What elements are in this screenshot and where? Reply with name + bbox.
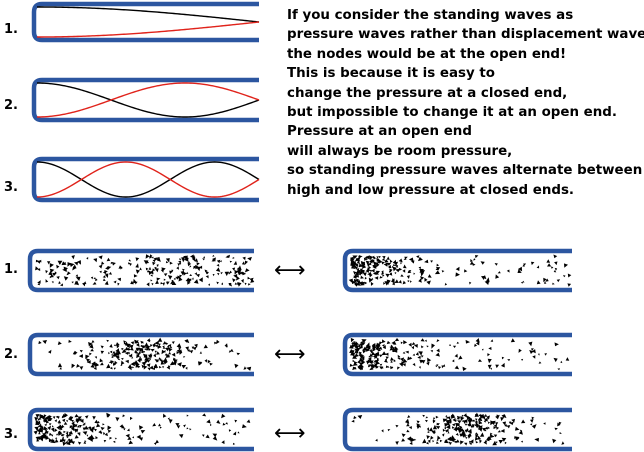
wave-curve-black <box>37 6 260 23</box>
particle-label-3: 3. <box>4 427 18 442</box>
wave-curve-red <box>36 161 260 198</box>
tube-wall <box>31 156 259 203</box>
wave-curve-red <box>36 82 260 118</box>
particle-tube <box>342 407 572 452</box>
explanation-line: but impossible to change it at an open e… <box>287 105 617 121</box>
particle-tube <box>342 332 572 377</box>
wave-curve-black <box>36 82 260 118</box>
wave-label-3: 3. <box>4 180 18 195</box>
explanation-line: This is because it is easy to <box>287 66 495 82</box>
particle-tube <box>27 407 254 452</box>
particle-row-3: 3. ⟷ <box>4 421 306 446</box>
particles <box>38 337 252 371</box>
particle-tube <box>27 332 254 377</box>
exchange-arrow-2: ⟷ <box>274 342 306 367</box>
particle-label-1: 1. <box>4 262 18 277</box>
wave-tube-2: 2. <box>4 77 260 123</box>
particles <box>351 412 565 446</box>
wave-tube-1: 1. <box>4 1 260 43</box>
tube-wall <box>342 248 572 293</box>
wave-curve-black <box>36 161 260 198</box>
wave-curve-red <box>37 21 260 38</box>
explanation-line: high and low pressure at closed ends. <box>287 182 575 198</box>
particles <box>349 337 570 371</box>
explanation-line: so standing pressure waves alternate bet… <box>287 163 643 179</box>
tube-wall <box>342 407 572 452</box>
particle-tubes <box>27 248 572 452</box>
particles <box>35 254 255 287</box>
explanation-line: pressure waves rather than displacement … <box>287 27 644 43</box>
tube-wall <box>31 1 259 43</box>
tube-wall <box>27 407 254 452</box>
tube-wall <box>342 332 572 377</box>
tube-wall <box>27 248 254 293</box>
particle-tube <box>27 248 255 293</box>
particle-tube <box>342 248 572 293</box>
particles <box>33 412 251 446</box>
wave-tube-3: 3. <box>4 156 260 203</box>
wave-label-2: 2. <box>4 98 18 113</box>
explanation-line: change the pressure at a closed end, <box>287 85 568 101</box>
exchange-arrow-3: ⟷ <box>274 421 306 446</box>
explanation-line: If you consider the standing waves as <box>287 8 574 23</box>
exchange-arrow-1: ⟷ <box>274 258 306 283</box>
tube-wall <box>31 77 259 123</box>
tube-wall <box>27 332 254 377</box>
particle-row-1: 1. ⟷ <box>4 258 306 283</box>
explanation-line: the nodes would be at the open end! <box>287 46 567 62</box>
particle-row-2: 2. ⟷ <box>4 342 306 367</box>
particles <box>348 254 572 287</box>
wave-label-1: 1. <box>4 22 18 37</box>
explanation-line: Pressure at an open end <box>287 124 472 140</box>
particle-label-2: 2. <box>4 347 18 362</box>
explanation-line: will always be room pressure, <box>287 143 513 159</box>
explanation-text: If you consider the standing waves as pr… <box>287 6 644 200</box>
